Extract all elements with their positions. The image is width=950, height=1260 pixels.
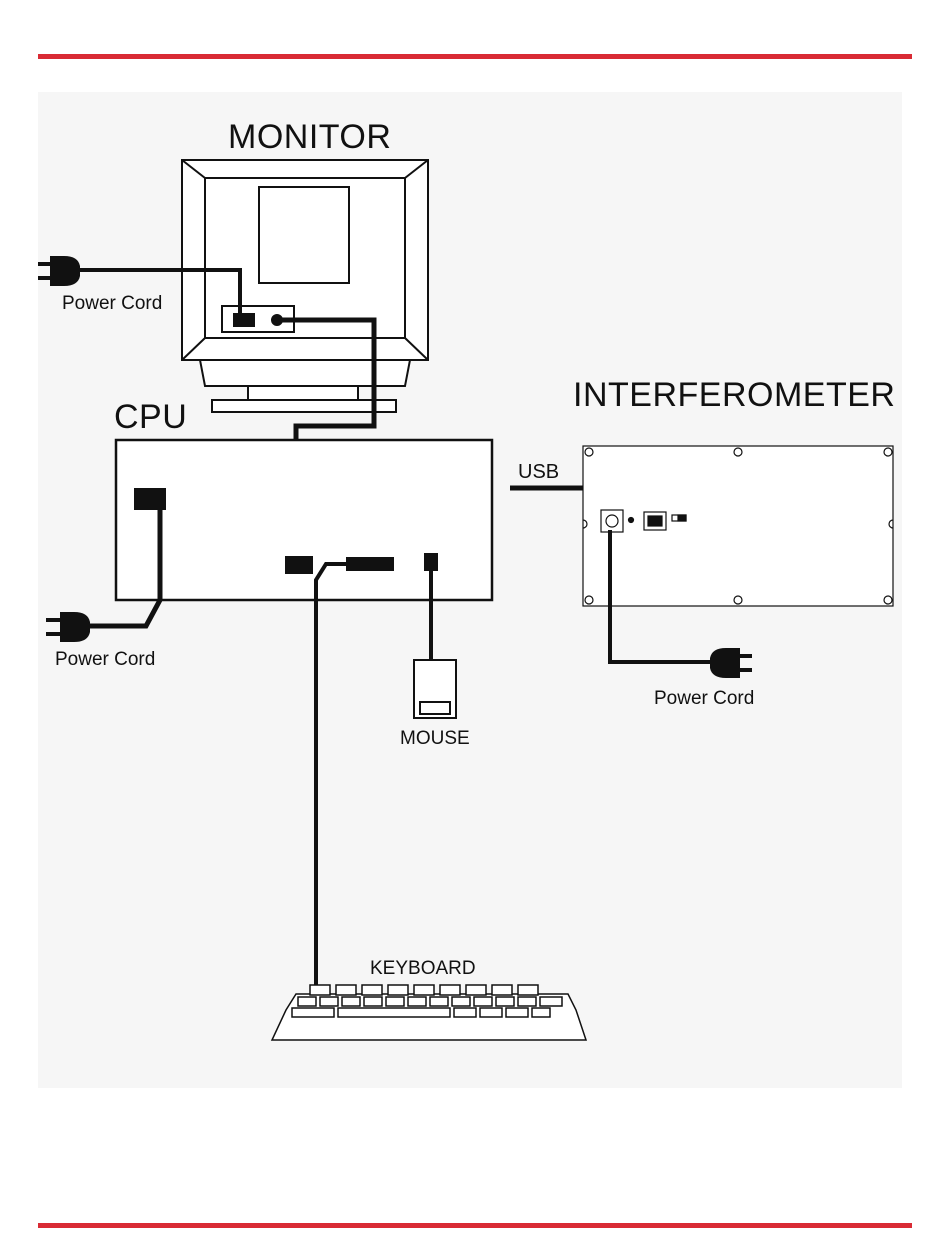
cpu-box [116,440,492,600]
mouse-label: MOUSE [400,729,470,748]
cpu-power-socket [134,488,166,510]
interferometer-panel [583,446,893,606]
keyboard-cable [316,564,348,990]
power-plug-icon [710,648,752,678]
cpu-keyboard-port [346,557,394,571]
monitor-power-cord-label: Power Cord [62,294,162,313]
crt-monitor-icon [182,160,428,412]
bottom-red-rule [38,1223,912,1228]
interferometer-power-cord-label: Power Cord [654,689,754,708]
cpu-mouse-port [424,553,438,571]
interferometer-label: INTERFEROMETER [573,378,895,412]
cpu-power-cord-label: Power Cord [55,650,155,669]
cpu-video-port [285,556,313,574]
mouse-icon [414,660,456,718]
cpu-label: CPU [114,400,187,434]
usb-label: USB [518,462,559,482]
keyboard-icon [272,985,586,1040]
keyboard-label: KEYBOARD [370,959,476,978]
power-plug-icon [46,612,90,642]
monitor-label: MONITOR [228,120,391,154]
power-plug-icon [38,256,80,286]
